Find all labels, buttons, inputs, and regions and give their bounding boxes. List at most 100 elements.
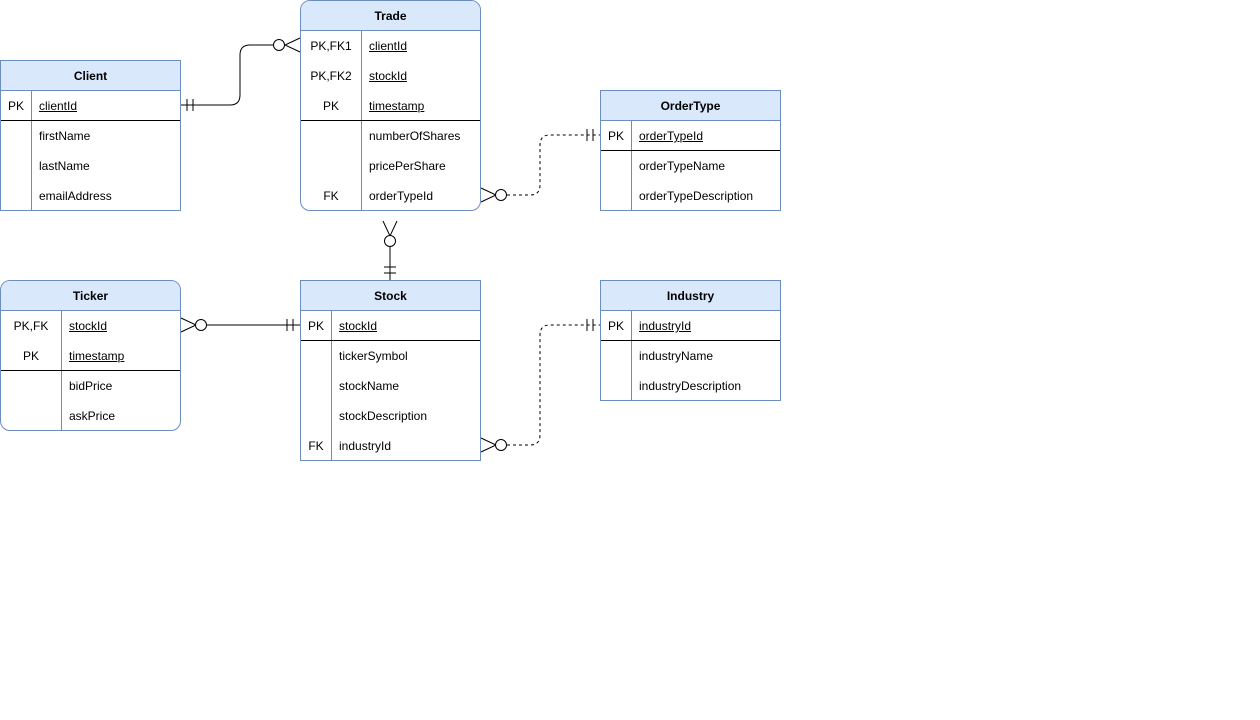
attribute-name: clientId [369, 39, 408, 53]
attribute-row[interactable]: bidPrice [1, 371, 180, 401]
key-label [601, 341, 631, 371]
primary-key-row[interactable]: PK timestamp [1, 341, 180, 371]
key-column-divider [301, 311, 332, 460]
entity-title: Client [1, 61, 180, 91]
attribute-name: industryId [339, 439, 392, 453]
many-mark [283, 37, 301, 53]
primary-key-row[interactable]: PK,FK1 clientId [301, 31, 480, 61]
attribute-name: industryName [639, 349, 714, 363]
attribute-name: stockName [339, 379, 400, 393]
attribute-name: industryId [639, 319, 692, 333]
key-label [301, 151, 361, 181]
attribute-name: stockId [339, 319, 378, 333]
attribute-row[interactable]: tickerSymbol [301, 341, 480, 371]
key-label [1, 121, 31, 151]
attribute-name: emailAddress [39, 189, 112, 203]
connector-line [507, 134, 600, 196]
key-label [601, 151, 631, 181]
attribute-row[interactable]: orderTypeDescription [601, 181, 780, 210]
key-label: FK [308, 439, 324, 453]
attribute-name: timestamp [69, 349, 125, 363]
key-label: PK [607, 319, 624, 333]
key-label: PK [7, 99, 24, 113]
attribute-name: bidPrice [69, 379, 113, 393]
attribute-name: orderTypeId [639, 129, 704, 143]
many-mark [382, 220, 398, 238]
key-label: PK [322, 99, 339, 113]
attribute-name: stockDescription [339, 409, 428, 423]
attribute-name: tickerSymbol [339, 349, 408, 363]
attribute-row[interactable]: orderTypeName [601, 151, 780, 181]
key-label [301, 121, 361, 151]
attribute-row[interactable]: askPrice [1, 401, 180, 430]
key-label: PK,FK2 [310, 69, 352, 83]
attribute-row[interactable]: stockName [301, 371, 480, 401]
attribute-name: stockId [69, 319, 108, 333]
key-label [1, 181, 31, 210]
entity-title: Stock [301, 281, 480, 311]
attribute-name: askPrice [69, 409, 116, 423]
attribute-name: clientId [39, 99, 78, 113]
attribute-row[interactable]: emailAddress [1, 181, 180, 210]
attribute-row[interactable]: stockDescription [301, 401, 480, 431]
many-mark [480, 437, 498, 453]
relationship-trade-ordertype[interactable] [480, 129, 600, 203]
primary-key-row[interactable]: PK stockId [301, 311, 480, 341]
key-label [301, 371, 331, 401]
attribute-row[interactable]: numberOfShares [301, 121, 480, 151]
key-label: PK,FK [13, 319, 49, 333]
key-label: PK [307, 319, 324, 333]
attribute-name: stockId [369, 69, 408, 83]
primary-key-row[interactable]: PK industryId [601, 311, 780, 341]
entity-title: Trade [301, 1, 480, 31]
attribute-name: firstName [39, 129, 91, 143]
key-label [1, 151, 31, 181]
key-label [301, 341, 331, 371]
zero-mark [384, 235, 396, 247]
attribute-row[interactable]: pricePerShare [301, 151, 480, 181]
attribute-name: timestamp [369, 99, 425, 113]
attribute-name: lastName [39, 159, 90, 173]
key-label [1, 401, 61, 430]
key-label: PK,FK1 [310, 39, 352, 53]
key-label [601, 181, 631, 210]
zero-mark [195, 319, 207, 331]
relationship-client-trade[interactable] [181, 37, 301, 111]
primary-key-row[interactable]: PK clientId [1, 91, 180, 121]
key-label: PK [607, 129, 624, 143]
attribute-name: orderTypeDescription [639, 189, 754, 203]
key-column-divider [601, 311, 632, 400]
attribute-row[interactable]: lastName [1, 151, 180, 181]
relationship-stock-industry[interactable] [480, 319, 600, 453]
attribute-row[interactable]: FK industryId [301, 431, 480, 460]
connector-line [507, 324, 600, 446]
primary-key-row[interactable]: PK,FK stockId [1, 311, 180, 341]
key-label: FK [323, 189, 339, 203]
zero-mark [495, 189, 507, 201]
key-label [1, 371, 61, 401]
key-column-divider [601, 121, 632, 210]
attribute-row[interactable]: industryName [601, 341, 780, 371]
relationship-ticker-stock[interactable] [180, 317, 300, 333]
primary-key-row[interactable]: PK,FK2 stockId [301, 61, 480, 91]
zero-mark [273, 39, 285, 51]
relationship-trade-stock[interactable] [382, 220, 398, 280]
primary-key-row[interactable]: PK timestamp [301, 91, 480, 121]
key-label: PK [22, 349, 39, 363]
attribute-name: industryDescription [639, 379, 742, 393]
primary-key-row[interactable]: PK orderTypeId [601, 121, 780, 151]
entity-title: Ticker [1, 281, 180, 311]
entity-title: OrderType [601, 91, 780, 121]
attribute-row[interactable]: firstName [1, 121, 180, 151]
zero-mark [495, 439, 507, 451]
attribute-row[interactable]: industryDescription [601, 371, 780, 400]
